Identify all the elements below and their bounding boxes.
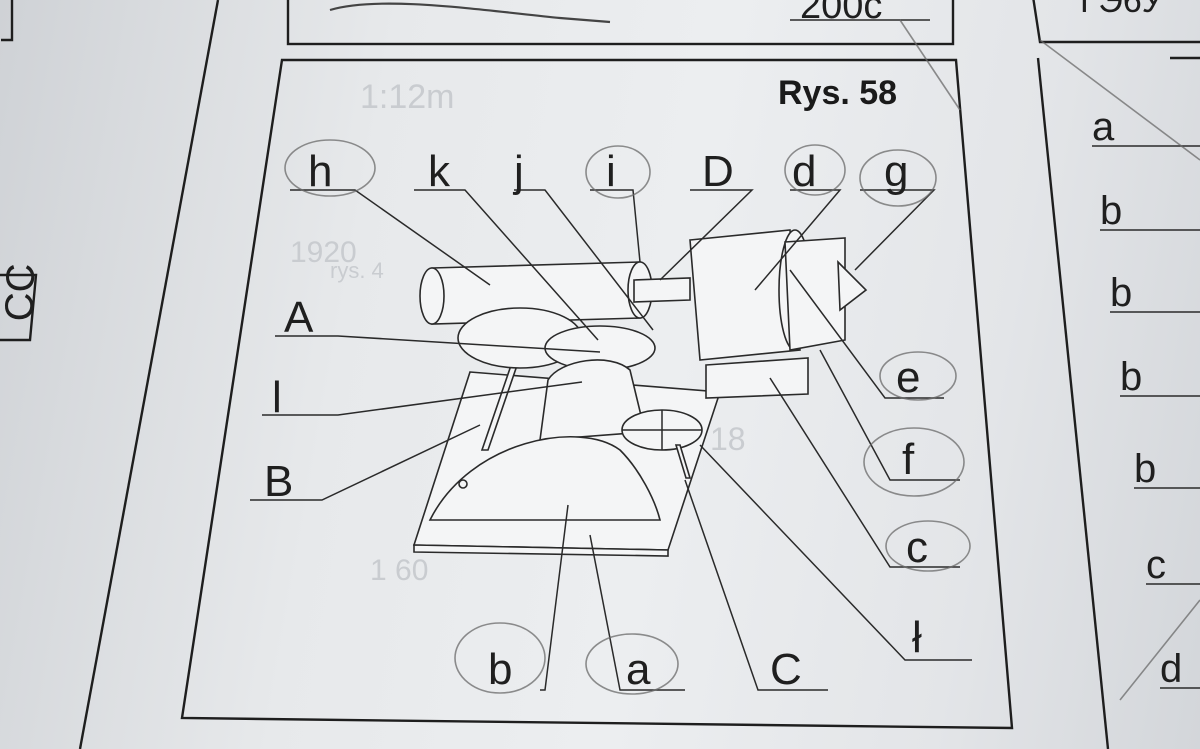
ghost-text: 1920 [290, 236, 357, 269]
answer-5: b [1134, 447, 1156, 491]
guard-screw [458, 479, 468, 489]
top-right-fragment: ГЭ6У [1080, 0, 1164, 20]
answer-7: d [1160, 647, 1182, 691]
right-column-frame [1036, 57, 1110, 749]
label-a: a [626, 645, 651, 694]
handwheel-spindle [674, 444, 692, 479]
pencil-mark [885, 520, 971, 572]
pencil-mark [284, 139, 376, 197]
label-j: j [512, 147, 524, 196]
pencil-mark [879, 351, 957, 401]
top-sketch [329, 2, 611, 24]
left-fragment-text: CC [0, 263, 43, 322]
pencil-mark [859, 149, 937, 207]
left-edge-box [1, 0, 14, 42]
label-l: l [272, 373, 282, 422]
ghost-text: 18 [710, 421, 746, 457]
label-f: f [902, 435, 915, 484]
pencil-stroke [899, 19, 961, 111]
label-k: k [428, 147, 451, 196]
label-i: i [606, 147, 616, 196]
guard-cover [428, 436, 662, 521]
answer-1: a [1092, 105, 1115, 149]
pencil-mark [863, 427, 965, 497]
pencil-mark [585, 145, 651, 199]
label-c: c [906, 523, 928, 572]
label-g: g [884, 147, 908, 196]
tool-block [784, 237, 846, 351]
support-block [705, 357, 809, 399]
cutting-cone [837, 259, 868, 312]
label-b: b [488, 645, 512, 694]
housing [539, 359, 646, 441]
drive-shaft [633, 277, 691, 303]
label-h: h [308, 147, 332, 196]
pencil-stroke [1039, 39, 1200, 161]
label-B: B [264, 457, 293, 506]
figure-caption: Rys. 58 [778, 74, 897, 112]
label-d: d [792, 147, 816, 196]
answer-6: c [1146, 543, 1166, 587]
pencil-mark [454, 622, 546, 694]
label-D: D [702, 147, 734, 196]
top-right-box [1032, 0, 1200, 44]
left-edge-box-2 [0, 273, 38, 342]
top-fragment-text: 200c [800, 0, 882, 27]
chuck-cylinder [689, 229, 801, 361]
left-frame-line [78, 0, 220, 749]
pencil-stroke [1119, 599, 1200, 701]
pencil-mark [784, 144, 846, 196]
ghost-text: 1 60 [370, 554, 428, 587]
label-A: A [284, 293, 314, 342]
answer-2: b [1100, 189, 1122, 233]
answer-4: b [1120, 355, 1142, 399]
answer-3: b [1110, 271, 1132, 315]
ghost-text: 1:12m [360, 78, 455, 116]
ghost-text: rys. 4 [330, 258, 384, 283]
label-l-stroke: ł [912, 613, 922, 662]
label-C: C [770, 645, 802, 694]
label-e: e [896, 353, 920, 402]
figure-frame [180, 58, 1014, 730]
top-middle-box [286, 0, 955, 46]
pencil-mark [585, 633, 679, 695]
